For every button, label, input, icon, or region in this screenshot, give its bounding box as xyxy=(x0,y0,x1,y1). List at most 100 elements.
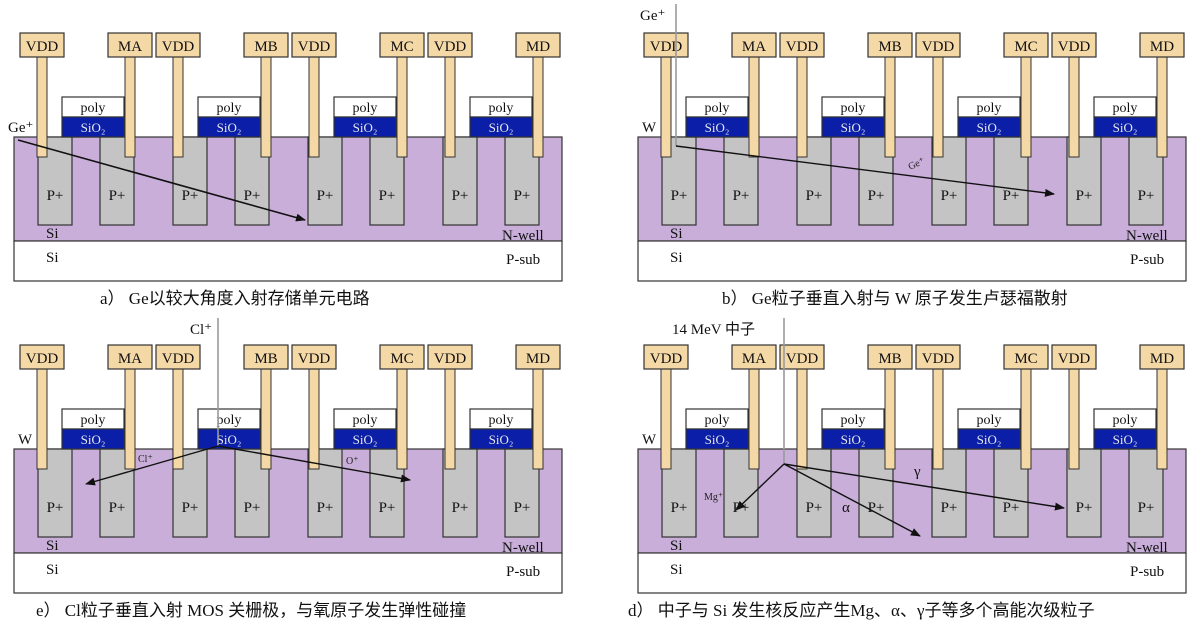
sio2-oxide xyxy=(61,428,125,450)
ion-label: Cl⁺ xyxy=(190,322,212,338)
w-label: W xyxy=(18,432,33,448)
pin-mb xyxy=(243,32,289,58)
pin-vdd xyxy=(19,344,65,370)
pin-label: VDD xyxy=(434,39,467,55)
sio2-label: SiO₂ xyxy=(1113,120,1138,135)
pin-label: VDD xyxy=(434,351,467,367)
pin-vdd xyxy=(779,344,825,370)
contact-lead xyxy=(444,368,456,470)
sio2-label: SiO₂ xyxy=(353,120,378,135)
pin-label: VDD xyxy=(298,39,331,55)
poly-label: poly xyxy=(217,413,242,428)
pin-label: MB xyxy=(254,351,277,367)
p-plus-label: P+ xyxy=(379,500,396,516)
sio2-oxide xyxy=(197,116,261,138)
sio2-label: SiO₂ xyxy=(977,432,1002,447)
sio2-label: SiO₂ xyxy=(489,120,514,135)
pin-vdd xyxy=(915,344,961,370)
pin-label: MA xyxy=(118,351,142,367)
mg-track xyxy=(735,463,785,511)
contact-lead xyxy=(660,56,672,158)
w-label: W xyxy=(642,120,657,136)
pin-label: MD xyxy=(1150,39,1174,55)
sio2-label: SiO₂ xyxy=(81,120,106,135)
si-label-upper: Si xyxy=(46,226,59,242)
pin-ma xyxy=(107,32,153,58)
pin-label: MB xyxy=(878,39,901,55)
pin-label: MA xyxy=(742,39,766,55)
contact-lead xyxy=(796,368,808,470)
p-plus-label: P+ xyxy=(941,500,958,516)
contact-lead xyxy=(1156,368,1168,470)
pin-vdd xyxy=(643,344,689,370)
p-plus-label: P+ xyxy=(1003,188,1020,204)
contact-lead xyxy=(532,368,544,470)
pin-label: VDD xyxy=(162,39,195,55)
p-plus-label: P+ xyxy=(317,188,334,204)
panel-caption: d） 中子与 Si 发生核反应产生Mg、α、γ子等多个高能次级粒子 xyxy=(628,601,1094,620)
p-plus-label: P+ xyxy=(514,500,531,516)
p-plus-label: P+ xyxy=(941,188,958,204)
sio2-label: SiO₂ xyxy=(217,120,242,135)
p-plus-label: P+ xyxy=(47,500,64,516)
poly-label: poly xyxy=(217,101,242,116)
contact-lead xyxy=(932,368,944,470)
pin-label: VDD xyxy=(786,351,819,367)
sio2-oxide xyxy=(821,428,885,450)
pin-vdd xyxy=(1051,344,1097,370)
pin-vdd xyxy=(1051,32,1097,58)
p-plus-label: P+ xyxy=(806,500,823,516)
pin-label: VDD xyxy=(162,351,195,367)
pin-label: MB xyxy=(254,39,277,55)
n-well-region xyxy=(13,448,563,554)
track-label-o: O⁺ xyxy=(346,456,359,467)
contact-lead xyxy=(36,368,48,470)
si-label-lower: Si xyxy=(46,562,59,578)
p-plus-label: P+ xyxy=(1076,500,1093,516)
si-label-lower: Si xyxy=(46,250,59,266)
p-plus-label: P+ xyxy=(47,188,64,204)
sio2-label: SiO₂ xyxy=(81,432,106,447)
p-plus-label: P+ xyxy=(1003,500,1020,516)
o-recoil-track xyxy=(217,445,411,483)
poly-label: poly xyxy=(977,101,1002,116)
p-plus-label: P+ xyxy=(733,188,750,204)
p-plus-label: P+ xyxy=(109,500,126,516)
pin-label: VDD xyxy=(26,39,59,55)
p-sub-label: P-sub xyxy=(1130,252,1164,268)
pin-label: VDD xyxy=(922,351,955,367)
n-well-label: N-well xyxy=(1126,228,1168,244)
poly-label: poly xyxy=(1113,101,1138,116)
contact-lead xyxy=(172,368,184,470)
sio2-oxide xyxy=(821,116,885,138)
p-plus-column xyxy=(858,448,894,538)
sio2-label: SiO₂ xyxy=(977,120,1002,135)
p-plus-label: P+ xyxy=(868,188,885,204)
pin-label: MC xyxy=(1014,351,1037,367)
sio2-oxide xyxy=(685,428,749,450)
p-plus-column xyxy=(37,448,73,538)
si-label-lower: Si xyxy=(670,562,683,578)
pin-label: MB xyxy=(878,351,901,367)
track-label-alpha: α xyxy=(842,500,850,516)
contact-lead xyxy=(1020,368,1032,470)
sio2-label: SiO₂ xyxy=(705,432,730,447)
contact-lead xyxy=(532,56,544,158)
contact-lead xyxy=(396,368,408,470)
pin-label: MA xyxy=(118,39,142,55)
p-sub-region xyxy=(13,240,563,282)
sio2-oxide xyxy=(957,116,1021,138)
pin-label: VDD xyxy=(1058,351,1091,367)
n-well-region xyxy=(637,136,1187,242)
contact-lead xyxy=(1068,56,1080,158)
pin-mc xyxy=(1003,344,1049,370)
contact-lead xyxy=(660,368,672,470)
panel-caption: a） Ge以较大角度入射存储单元电路 xyxy=(100,289,370,308)
p-plus-column xyxy=(307,136,343,226)
